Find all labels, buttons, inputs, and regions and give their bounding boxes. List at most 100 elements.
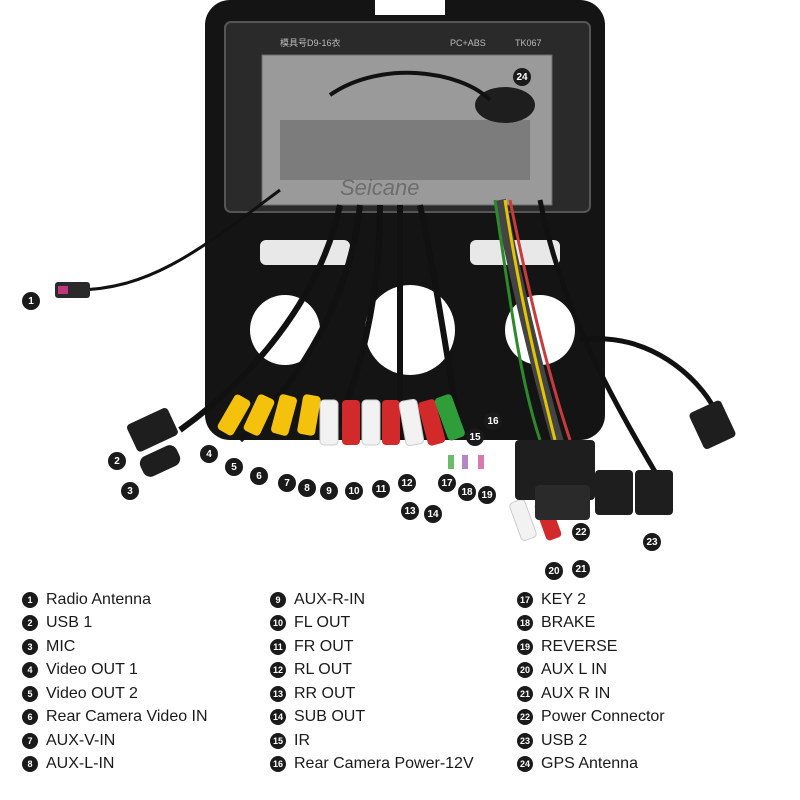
- usb-connector-right: [595, 470, 633, 515]
- legend-item: 16 Rear Camera Power-12V: [270, 753, 474, 777]
- legend-item-number: 18: [517, 615, 533, 632]
- legend-item-label: Power Connector: [541, 708, 665, 726]
- callout-marker: 24: [513, 68, 531, 86]
- legend-item-label: FL OUT: [294, 614, 351, 632]
- brand-watermark: Seicane: [340, 175, 420, 200]
- callout-marker: 19: [478, 486, 496, 504]
- legend-item: 1 Radio Antenna: [22, 588, 208, 612]
- legend-item: 2 USB 1: [22, 612, 208, 636]
- legend-item: 11 FR OUT: [270, 635, 474, 659]
- legend-item-label: Video OUT 1: [46, 661, 138, 679]
- wire-bundle: [178, 204, 343, 433]
- legend-item-label: AUX-L-IN: [46, 755, 115, 773]
- legend-item-label: Video OUT 2: [46, 684, 138, 702]
- dash-top-notch: [375, 0, 445, 15]
- callout-marker: 7: [278, 474, 296, 492]
- legend-item: 7 AUX-V-IN: [22, 729, 208, 753]
- callout-marker: 12: [398, 474, 416, 492]
- legend-item-label: KEY 2: [541, 590, 587, 608]
- power-connector: [535, 485, 590, 520]
- legend-item-number: 14: [270, 709, 286, 726]
- callout-marker: 5: [225, 458, 243, 476]
- legend-item-label: AUX-V-IN: [46, 731, 116, 749]
- legend-item-number: 19: [517, 638, 533, 655]
- legend-item-number: 8: [22, 756, 38, 773]
- legend-item-label: RR OUT: [294, 684, 356, 702]
- usb-connector-right: [689, 400, 736, 449]
- legend-item-number: 21: [517, 685, 533, 702]
- wire-tip: [462, 455, 468, 469]
- radio-antenna-cable: [74, 188, 281, 292]
- gps-antenna: [475, 87, 535, 123]
- legend-item: 18 BRAKE: [517, 612, 665, 636]
- usb1-connector: [127, 408, 178, 452]
- legend-item-label: Radio Antenna: [46, 590, 151, 608]
- legend-item-number: 12: [270, 662, 286, 679]
- callout-marker: 6: [250, 467, 268, 485]
- legend-item-label: AUX-R-IN: [294, 590, 366, 608]
- legend-item: 9 AUX-R-IN: [270, 588, 474, 612]
- legend-item-label: USB 1: [46, 614, 93, 632]
- legend-item-label: RL OUT: [294, 661, 353, 679]
- legend-item-label: BRAKE: [541, 614, 596, 632]
- usb-cable: [579, 336, 718, 412]
- legend-item-number: 9: [270, 591, 286, 608]
- legend-item-label: REVERSE: [541, 637, 618, 655]
- callout-marker: 14: [424, 505, 442, 523]
- legend-item: 22 Power Connector: [517, 706, 665, 730]
- radio-antenna-tip: [58, 286, 68, 294]
- callout-marker: 23: [643, 533, 661, 551]
- mic-connector: [139, 445, 181, 477]
- wire-colored: [508, 199, 572, 441]
- callout-marker: 8: [298, 479, 316, 497]
- legend-item-number: 20: [517, 662, 533, 679]
- legend-item-number: 4: [22, 662, 38, 679]
- legend-item-number: 16: [270, 756, 286, 773]
- legend-item-label: AUX R IN: [541, 684, 611, 702]
- legend-item: 8 AUX-L-IN: [22, 753, 208, 777]
- callout-marker: 2: [108, 452, 126, 470]
- legend-item-number: 24: [517, 756, 533, 773]
- legend-item-number: 5: [22, 685, 38, 702]
- wire-tip: [478, 455, 484, 469]
- callout-marker: 3: [121, 482, 139, 500]
- legend-item-number: 22: [517, 709, 533, 726]
- legend-item-number: 1: [22, 591, 38, 608]
- legend-item-label: FR OUT: [294, 637, 354, 655]
- wire-colored: [503, 199, 557, 441]
- legend-item-label: IR: [294, 731, 310, 749]
- legend-item-number: 2: [22, 615, 38, 632]
- legend-item-label: Rear Camera Video IN: [46, 708, 208, 726]
- legend-item: 19 REVERSE: [517, 635, 665, 659]
- legend-item-number: 7: [22, 732, 38, 749]
- mold-label: 模具号D9-16衣: [280, 37, 341, 48]
- legend-item-label: USB 2: [541, 731, 588, 749]
- callout-marker: 21: [572, 560, 590, 578]
- callout-marker: 4: [200, 445, 218, 463]
- wire-bundle: [327, 204, 383, 442]
- legend-item: 21 AUX R IN: [517, 682, 665, 706]
- legend-item-number: 3: [22, 638, 38, 655]
- material-label: PC+ABS: [450, 38, 486, 48]
- legend-item-label: Rear Camera Power-12V: [294, 755, 474, 773]
- gps-cable: [328, 70, 492, 102]
- legend-item: 4 Video OUT 1: [22, 659, 208, 683]
- part-label: TK067: [515, 38, 542, 48]
- product-photo: 模具号D9-16衣 PC+ABS TK067 Seicane: [55, 0, 736, 541]
- callout-marker: 22: [572, 523, 590, 541]
- legend-item: 5 Video OUT 2: [22, 682, 208, 706]
- legend-item-number: 11: [270, 638, 286, 655]
- callout-marker: 11: [372, 480, 390, 498]
- callout-marker: 16: [484, 412, 502, 430]
- legend-item: 12 RL OUT: [270, 659, 474, 683]
- wire-colored: [493, 199, 542, 441]
- legend-item-label: SUB OUT: [294, 708, 366, 726]
- callout-marker: 1: [22, 292, 40, 310]
